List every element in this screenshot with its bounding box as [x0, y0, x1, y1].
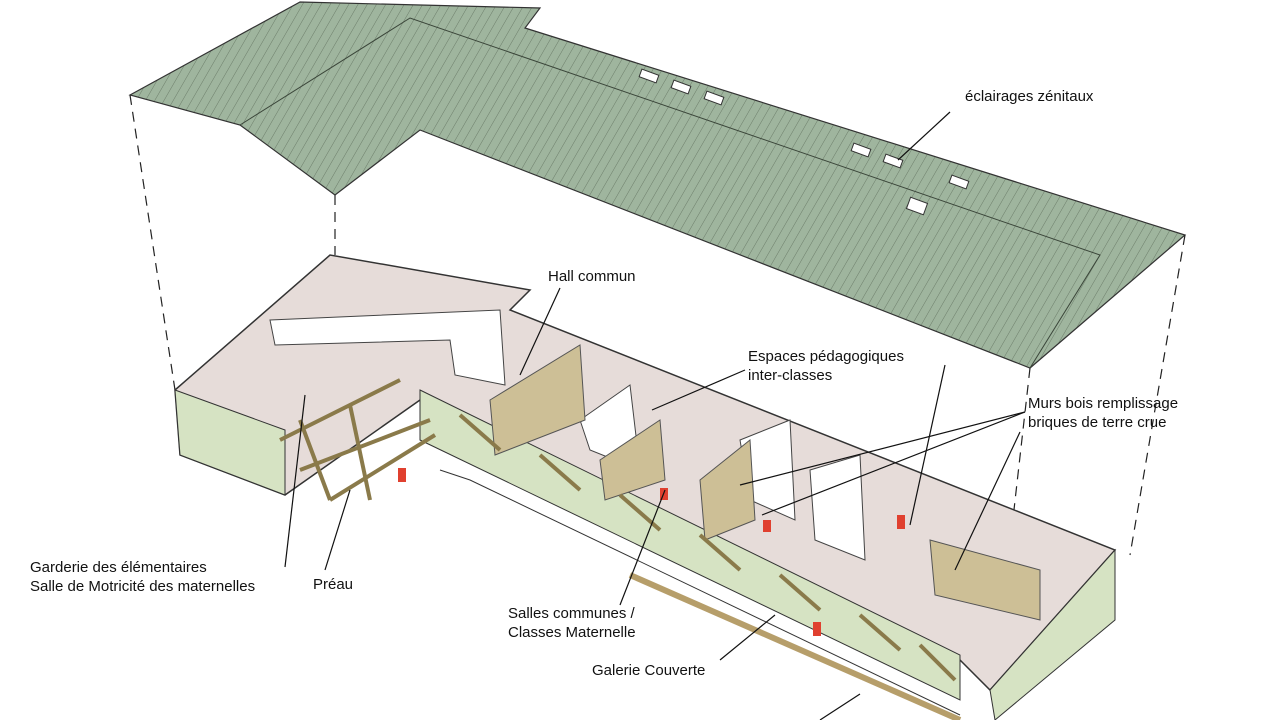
leader-lines	[284, 111, 1026, 720]
label-garderie-line2: Salle de Motricité des maternelles	[30, 578, 256, 595]
skylight-icons	[638, 68, 970, 216]
label-walls-line1: Murs bois remplissage	[1028, 395, 1179, 412]
label-spaces-line1: Espaces pédagogiques	[748, 348, 904, 365]
label-garderie-line1: Garderie des élémentaires	[30, 559, 207, 576]
label-skylights: éclairages zénitaux	[965, 88, 1094, 105]
building-plan	[174, 254, 1117, 720]
label-preau: Préau	[313, 576, 354, 593]
gallery-frames	[458, 413, 957, 682]
preau-frame	[279, 378, 437, 502]
label-garderie: Garderie des élémentaires Salle de Motri…	[30, 558, 255, 596]
label-salles-line2: Classes Maternelle	[508, 624, 636, 641]
label-salles-line1: Salles communes /	[508, 605, 635, 622]
label-walls: Murs bois remplissage briques de terre c…	[1028, 394, 1178, 432]
label-galerie: Galerie Couverte	[592, 662, 706, 679]
label-spaces-line2: inter-classes	[748, 367, 833, 384]
label-spaces: Espaces pédagogiques inter-classes	[748, 347, 904, 385]
label-salles: Salles communes / Classes Maternelle	[508, 604, 636, 642]
label-walls-line2: briques de terre crue	[1028, 414, 1167, 431]
projection-lines	[129, 94, 1186, 556]
roof	[128, 1, 1187, 369]
label-hall: Hall commun	[548, 268, 636, 285]
